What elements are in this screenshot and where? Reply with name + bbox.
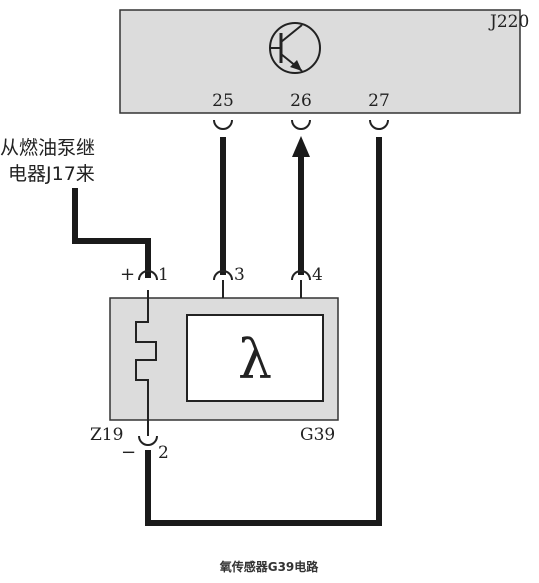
transistor-icon — [269, 22, 321, 74]
pin-26-label: 26 — [290, 91, 312, 111]
connector-2-icon — [138, 435, 158, 446]
plus-sign: + — [120, 264, 135, 285]
pin-25-label: 25 — [212, 91, 234, 111]
connector-25-icon — [213, 119, 233, 130]
pin-1-label: 1 — [158, 265, 169, 285]
figure-caption: 氧传感器G39电路 — [219, 559, 320, 574]
sensor-z19-label: Z19 — [90, 425, 123, 445]
ecu-label: J220 — [488, 12, 529, 32]
lambda-box — [186, 314, 324, 402]
pin-4-label: 4 — [312, 265, 323, 285]
pin-2-label: 2 — [158, 443, 169, 463]
source-label-line1: 从燃油泵继 — [0, 137, 95, 159]
connector-1-icon — [138, 270, 158, 281]
pin-27-label: 27 — [368, 91, 390, 111]
connector-27-icon — [369, 119, 389, 130]
source-label-line2: 电器J17来 — [8, 163, 95, 185]
pin-3-label: 3 — [234, 265, 245, 285]
wire-27-to-2 — [145, 137, 382, 526]
lambda-symbol: λ — [238, 328, 272, 391]
connector-4-icon — [291, 270, 311, 281]
heater-coil-icon — [135, 290, 157, 432]
minus-sign: − — [121, 442, 136, 463]
arrow-up-icon — [292, 136, 310, 157]
sensor-g39-label: G39 — [300, 425, 335, 445]
ecu-block — [119, 9, 521, 114]
connector-3-icon — [213, 270, 233, 281]
wire-from-j17 — [72, 188, 151, 278]
connector-26-icon — [291, 119, 311, 130]
